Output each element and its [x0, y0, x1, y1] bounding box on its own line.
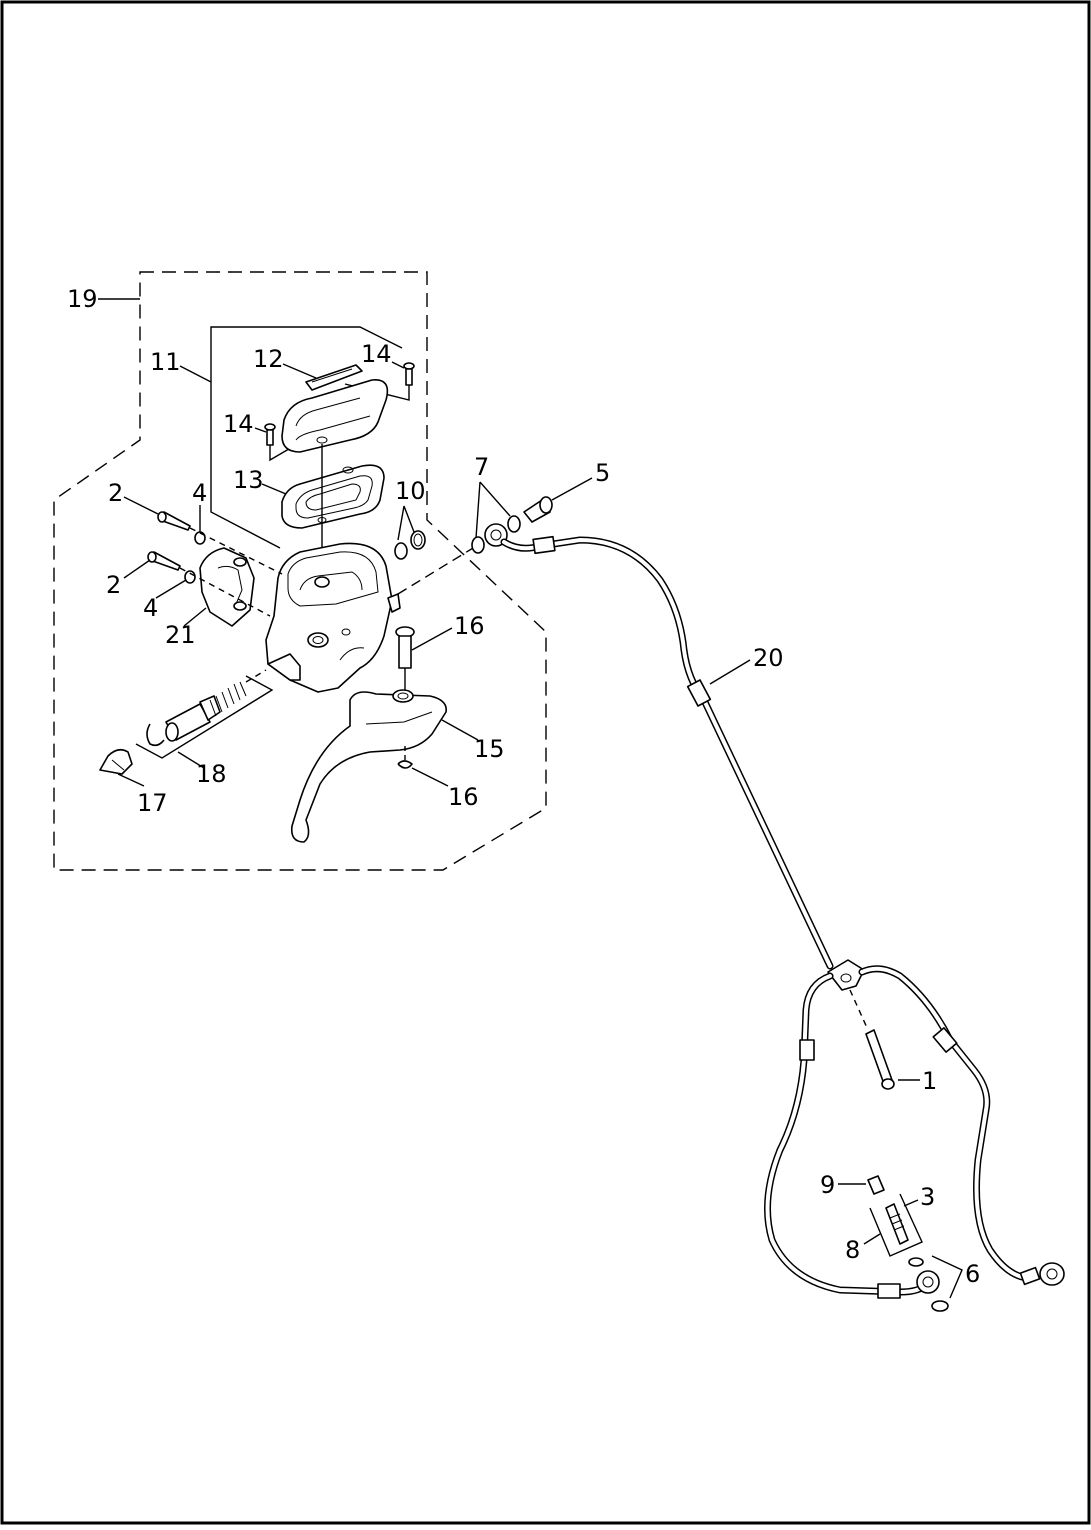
- callout-8: 8: [845, 1236, 860, 1264]
- cover-screw-left-part: [264, 423, 276, 446]
- pivot-pin-part: [395, 626, 415, 669]
- callout-16-lower: 16: [448, 783, 479, 811]
- bleeder-valve-part: [885, 1203, 909, 1245]
- banjo-washer-1-part: [471, 536, 485, 554]
- callout-15: 15: [474, 735, 505, 763]
- oring-2-part: [410, 530, 426, 550]
- oring-1-part: [394, 542, 408, 560]
- banjo-washer-3-part: [908, 1257, 924, 1267]
- callout-14-top: 14: [361, 340, 392, 368]
- brake-line-main: [500, 536, 834, 970]
- callout-labels: 19 11 12 14 14 13 10 7 5 2 4 2 4 21 16 1…: [67, 285, 980, 1288]
- washer-upper-part: [194, 531, 206, 545]
- callout-13: 13: [233, 466, 264, 494]
- callout-20: 20: [753, 644, 784, 672]
- callout-17: 17: [137, 789, 168, 817]
- callout-2-upper: 2: [108, 479, 123, 507]
- assembly-outline: [53, 271, 547, 871]
- cover-screw-top-part: [403, 362, 415, 386]
- sight-glass-part: [305, 364, 363, 391]
- callout-2-lower: 2: [106, 571, 121, 599]
- callout-6: 6: [965, 1260, 980, 1288]
- clamp-screw-upper-part: [157, 511, 191, 531]
- bracket-3-8: [869, 1193, 923, 1257]
- bracket-11: [210, 326, 403, 549]
- banjo-axis: [397, 544, 479, 595]
- callout-19: 19: [67, 285, 98, 313]
- callout-21: 21: [165, 621, 196, 649]
- callout-10: 10: [395, 477, 426, 505]
- retaining-clip-part: [397, 760, 413, 769]
- hose-ferrule-left-end: [877, 1283, 901, 1299]
- clamp-part: [199, 547, 255, 627]
- hose-ferrule-right: [932, 1027, 958, 1053]
- leader-lines: [98, 298, 920, 1245]
- callout-14-left: 14: [223, 410, 254, 438]
- hose-ferrule-mid: [686, 679, 712, 707]
- hose-junction-part: [827, 959, 865, 991]
- callout-5: 5: [595, 459, 610, 487]
- callout-7: 7: [474, 453, 489, 481]
- banjo-fitting-right-part: [1019, 1262, 1065, 1286]
- callout-4-upper: 4: [192, 479, 207, 507]
- callout-11: 11: [150, 348, 181, 376]
- callout-16-upper: 16: [454, 612, 485, 640]
- master-cylinder-part: [265, 542, 401, 693]
- callout-12: 12: [253, 345, 284, 373]
- screw-axis-lower: [179, 567, 271, 617]
- bracket-18: [135, 675, 274, 759]
- callout-1: 1: [922, 1067, 937, 1095]
- junction-bolt-part: [865, 1029, 895, 1090]
- diaphragm-part: [281, 464, 385, 529]
- bleeder-cap-part: [867, 1175, 885, 1195]
- hose-ferrule-left: [799, 1039, 815, 1061]
- callout-3: 3: [920, 1183, 935, 1211]
- dust-boot-part: [99, 748, 133, 775]
- banjo-bolt-part: [523, 496, 553, 523]
- bracket-6: [931, 1255, 963, 1299]
- callout-4-lower: 4: [143, 594, 158, 622]
- callout-18: 18: [196, 760, 227, 788]
- banjo-washer-2-part: [507, 515, 521, 533]
- brake-line-right: [858, 965, 1038, 1282]
- lever-part: [290, 689, 447, 843]
- callout-9: 9: [820, 1171, 835, 1199]
- clamp-screw-lower-part: [147, 551, 181, 571]
- piston-kit-part: [146, 681, 247, 747]
- banjo-washer-4-part: [931, 1300, 949, 1312]
- banjo-fitting-left-part: [916, 1270, 940, 1294]
- reservoir-cover-part: [281, 379, 389, 453]
- hose-ferrule-top: [532, 535, 556, 555]
